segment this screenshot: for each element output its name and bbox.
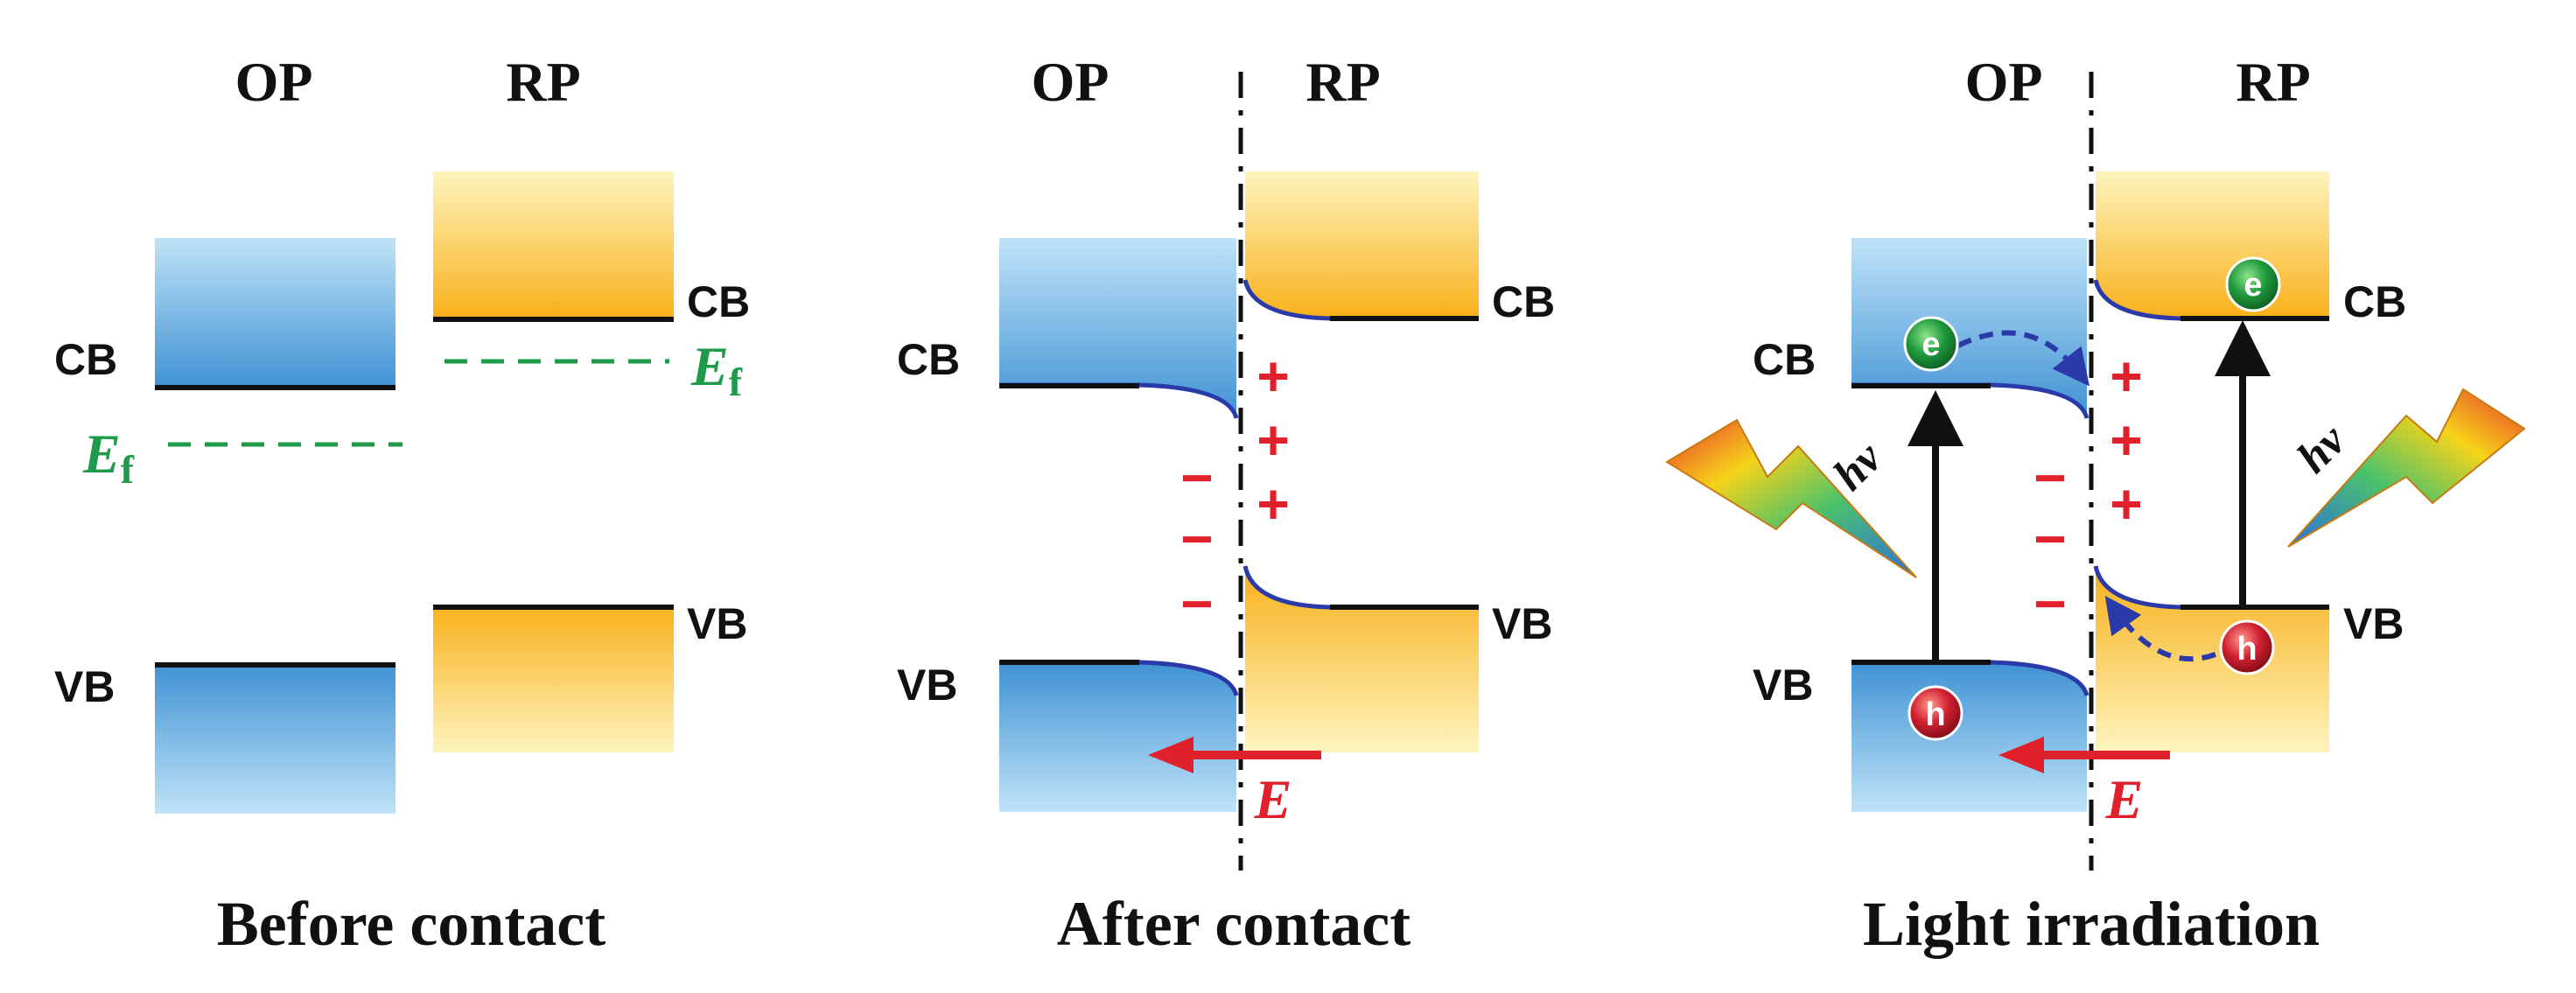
panel2-rp-vb-bending — [1242, 565, 1479, 610]
panel3-op-cb-bending — [1852, 382, 2090, 419]
panel3-rp-valence-band — [2096, 566, 2329, 752]
panel1-rp-fermi-label: Ef — [690, 335, 743, 404]
panel2-positive-charge: + — [1256, 472, 1289, 535]
panel3-rp-conduction-band — [2096, 171, 2329, 318]
panel3-negative-charge: − — [2034, 507, 2066, 570]
panel2-op-header: OP — [1032, 51, 1110, 113]
svg-text:h: h — [1925, 696, 1945, 733]
panel1-op-vb-label: VB — [54, 662, 115, 711]
panel1-op-header: OP — [235, 51, 313, 113]
panel3-right-lightning-icon — [2287, 388, 2526, 548]
panel-light-irradiation: OP RP CB VB CB VB + + + − − − — [1665, 51, 2526, 959]
panel3-positive-charge: + — [2110, 409, 2142, 472]
panel3-op-hole: h — [1908, 685, 1964, 741]
panel-after-contact: OP RP CB VB CB VB + + + − − − E After co… — [897, 51, 1555, 959]
panel2-negative-charge: − — [1180, 507, 1213, 570]
panel3-field-arrow-head — [1998, 737, 2044, 773]
panel3-caption: Light irradiation — [1863, 889, 2320, 959]
panel-before-contact: OP RP CB VB CB VB Ef Ef Before contact — [54, 51, 750, 959]
panel3-rp-header: RP — [2236, 51, 2310, 113]
panel2-rp-vb-label: VB — [1492, 599, 1552, 648]
panel1-rp-header: RP — [506, 51, 580, 113]
panel2-op-valence-band — [999, 662, 1236, 812]
panel2-op-vb-bending — [999, 660, 1239, 696]
panel3-rp-electron: e — [2225, 256, 2281, 312]
panel1-rp-valence-band — [433, 605, 674, 752]
svg-text:e: e — [1922, 326, 1940, 363]
panel3-field-label: E — [2105, 768, 2144, 830]
panel2-field-label: E — [1254, 768, 1292, 830]
panel2-caption: After contact — [1057, 889, 1410, 959]
panel1-rp-cb-label: CB — [687, 277, 750, 326]
panel3-op-cb-label: CB — [1753, 335, 1816, 384]
panel2-negative-charge: − — [1180, 446, 1213, 509]
panel3-negative-charge: − — [2034, 572, 2066, 635]
panel3-right-photon-label: hν — [2288, 415, 2356, 483]
panel1-op-conduction-band — [155, 238, 396, 388]
panel3-hole-transfer-arrow — [2104, 595, 2217, 662]
panel2-positive-charge: + — [1256, 409, 1289, 472]
panel1-op-valence-band — [155, 663, 396, 814]
panel2-op-cb-label: CB — [897, 335, 960, 384]
svg-text:h: h — [2236, 631, 2257, 668]
panel3-rp-vb-bending — [2093, 565, 2329, 610]
panel1-op-fermi-label: Ef — [82, 423, 135, 492]
panel1-rp-vb-label: VB — [687, 599, 747, 648]
panel3-rp-hole: h — [2219, 619, 2275, 675]
panel3-electron-transfer-arrow — [1956, 330, 2090, 387]
panel2-op-conduction-band — [999, 238, 1236, 418]
panel3-rp-cb-bending — [2093, 279, 2329, 321]
panel2-rp-cb-bending — [1242, 279, 1479, 321]
panel3-op-electron: e — [1903, 316, 1959, 372]
panel2-positive-charge: + — [1256, 345, 1289, 408]
panel3-op-valence-band — [1852, 662, 2087, 812]
panel3-op-vb-bending — [1852, 660, 2090, 696]
panel1-op-cb-label: CB — [54, 335, 117, 384]
panel3-op-header: OP — [1965, 51, 2043, 113]
panel2-rp-conduction-band — [1245, 171, 1479, 318]
panel2-field-arrow-head — [1148, 737, 1194, 773]
svg-text:e: e — [2244, 267, 2262, 304]
panel3-negative-charge: − — [2034, 446, 2066, 509]
panel3-positive-charge: + — [2110, 345, 2142, 408]
panel2-rp-valence-band — [1245, 566, 1479, 752]
panel3-op-conduction-band — [1852, 238, 2087, 418]
panel2-op-vb-label: VB — [897, 661, 957, 710]
panel3-rp-vb-label: VB — [2343, 599, 2404, 648]
panel1-rp-conduction-band — [433, 171, 674, 318]
panel3-op-vb-label: VB — [1753, 661, 1813, 710]
panel1-caption: Before contact — [217, 889, 606, 959]
panel3-left-lightning-icon — [1665, 418, 1917, 578]
panel3-rp-cb-label: CB — [2343, 277, 2406, 326]
panel2-rp-cb-label: CB — [1492, 277, 1555, 326]
panel3-positive-charge: + — [2110, 472, 2142, 535]
panel2-negative-charge: − — [1180, 572, 1213, 635]
panel2-rp-header: RP — [1306, 51, 1380, 113]
panel2-op-cb-bending — [999, 382, 1239, 419]
